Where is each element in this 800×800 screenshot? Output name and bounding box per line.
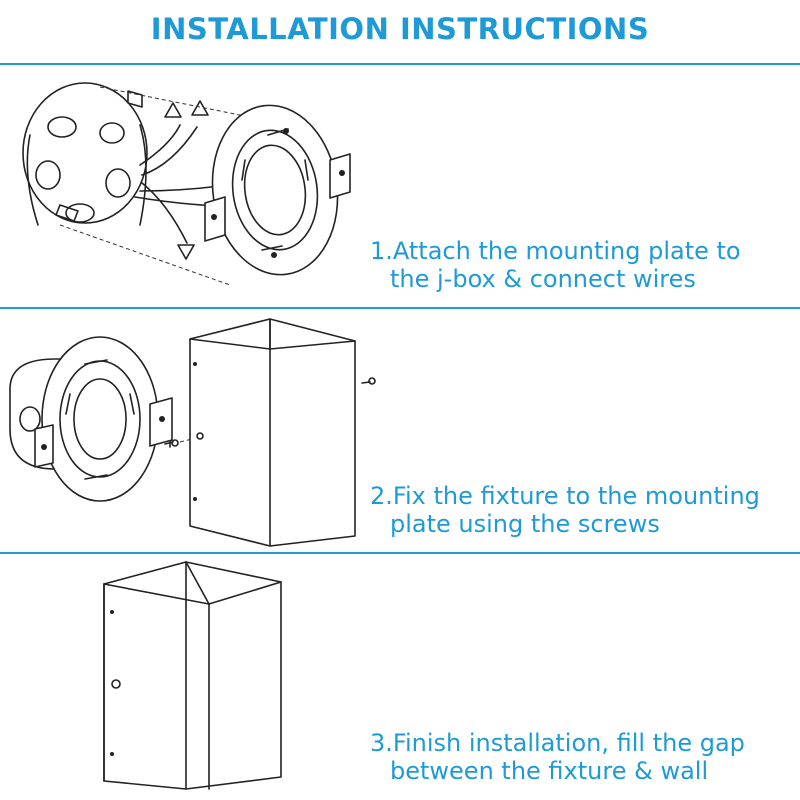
step-3: 3.Finish installation, fill the gap betw… — [0, 554, 800, 800]
step-3-line-1: 3.Finish installation, fill the gap — [370, 729, 745, 757]
fixture-box-icon — [103, 561, 282, 790]
step-1-line-1: 1.Attach the mounting plate to — [370, 237, 741, 265]
step-1-line-2: the j-box & connect wires — [390, 265, 696, 293]
installed-fixture-illustration — [103, 561, 282, 790]
junction-box-icon — [22, 82, 148, 226]
divider-top — [0, 63, 800, 65]
step-3-text: 3.Finish installation, fill the gap betw… — [370, 729, 745, 785]
page-title: INSTALLATION INSTRUCTIONS — [150, 12, 650, 46]
mounting-plate-icon — [34, 336, 173, 502]
step-2: 2.Fix the fixture to the mounting plate … — [0, 309, 800, 552]
screw-icon — [361, 377, 376, 385]
fixture-box-icon — [189, 318, 356, 547]
step-2-line-1: 2.Fix the fixture to the mounting — [370, 482, 760, 510]
step-2-text: 2.Fix the fixture to the mounting plate … — [370, 482, 760, 538]
step-3-line-2: between the fixture & wall — [390, 757, 709, 785]
step-2-line-2: plate using the screws — [390, 510, 660, 538]
step-1-text: 1.Attach the mounting plate to the j-box… — [370, 237, 741, 293]
mounting-plate-icon — [204, 104, 351, 276]
divider-middle-2 — [0, 552, 800, 554]
step-1: 1.Attach the mounting plate to the j-box… — [0, 65, 800, 307]
jbox-mounting-plate-illustration — [22, 82, 351, 286]
divider-middle-1 — [0, 307, 800, 309]
fixture-screw-illustration — [9, 318, 376, 547]
